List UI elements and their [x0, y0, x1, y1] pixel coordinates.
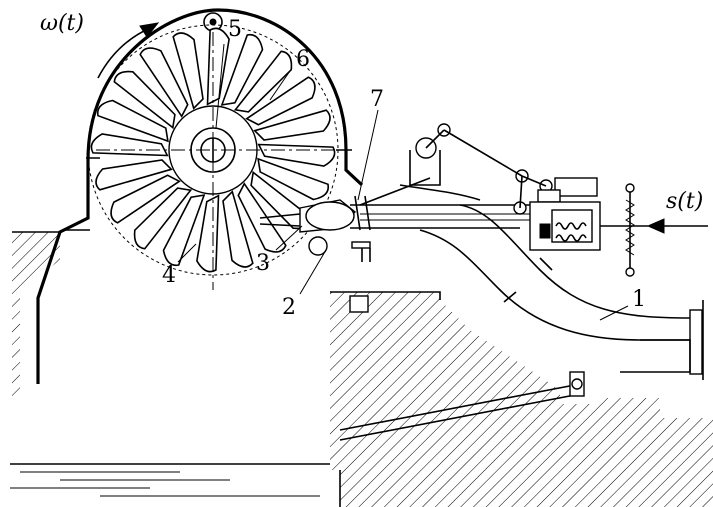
runner-bucket [110, 174, 181, 224]
leader-lines [177, 43, 629, 321]
runner-bucket [96, 99, 169, 143]
feed-pipe [350, 204, 704, 380]
pipe-flanges [503, 257, 553, 303]
runner-bucket [257, 157, 330, 201]
tailwater [10, 463, 330, 497]
part-label-7: 7 [370, 87, 384, 112]
part-label-5: 5 [228, 17, 242, 42]
omega-label: ω(t) [40, 11, 84, 36]
runner-bucket [172, 32, 204, 110]
part-label-3: 3 [256, 251, 270, 276]
part-label-1: 1 [632, 287, 646, 312]
part-label-2: 2 [282, 295, 296, 320]
runner-bucket [95, 159, 173, 191]
runner-bucket [220, 33, 264, 106]
part-label-4: 4 [162, 263, 176, 288]
runner-bucket [133, 187, 193, 250]
servomotor [529, 201, 648, 251]
right-foundation [330, 291, 713, 507]
rotation-arrow [97, 22, 160, 79]
runner-bucket [162, 194, 206, 267]
nozzle-assembly [259, 195, 371, 262]
runner-bucket [113, 70, 176, 130]
handwheel [625, 183, 635, 277]
governor-linkage [359, 123, 598, 215]
part-label-6: 6 [296, 47, 310, 72]
runner-bucket [253, 109, 331, 141]
left-foundation [12, 231, 60, 400]
runner-bucket [139, 47, 189, 118]
s-label: s(t) [666, 189, 703, 214]
runner-bucket [245, 76, 316, 126]
input-arrow [646, 218, 708, 234]
drain-struts [339, 371, 585, 441]
runner-bucket [222, 190, 254, 268]
